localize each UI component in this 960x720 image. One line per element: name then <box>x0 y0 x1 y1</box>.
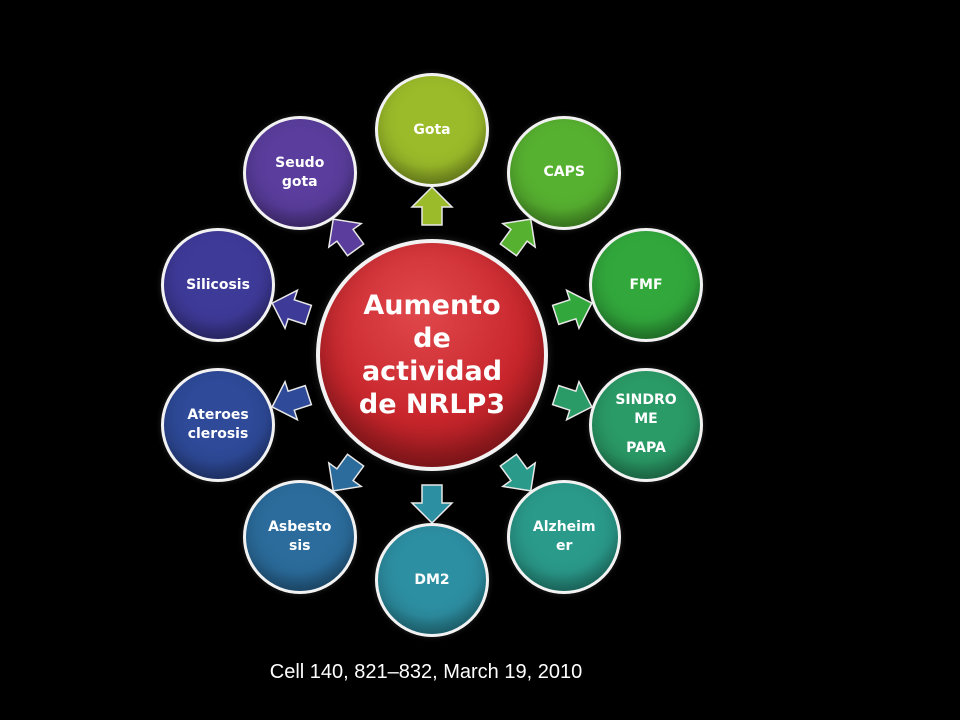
citation: Cell 140, 821–832, March 19, 2010 <box>269 661 583 683</box>
arrow-shape <box>499 453 537 492</box>
arrow-shape <box>551 379 593 422</box>
node-fmf: FMF <box>588 228 703 343</box>
node-label: clerosis <box>187 425 249 442</box>
arrow-shape <box>551 288 593 331</box>
node-alzheimer: Alzheim er <box>507 480 622 595</box>
node-label: er <box>556 538 573 555</box>
arrow-shape <box>499 218 537 257</box>
node-label: sis <box>289 538 311 555</box>
center-node: Aumento de actividad de NRLP3 <box>316 239 548 471</box>
arrow-shape <box>271 379 313 422</box>
center-line: de NRLP3 <box>358 389 506 420</box>
center-line: de <box>413 323 451 354</box>
node-label: SINDRO <box>615 392 677 409</box>
node-label: PAPA <box>626 440 666 457</box>
arrow-shape <box>327 453 365 492</box>
node-label: Asbesto <box>268 519 332 536</box>
arrow-shape <box>327 218 365 257</box>
node-label: Alzheim <box>532 519 596 536</box>
arrow-asbestosis <box>327 453 365 492</box>
node-label: Silicosis <box>186 276 250 293</box>
node-caps: CAPS <box>507 115 622 230</box>
node-label: DM2 <box>414 571 450 588</box>
arrow-gota <box>410 185 454 226</box>
node-label: Gota <box>413 121 451 138</box>
node-label: Ateroes <box>187 406 249 423</box>
arrow-alzheimer <box>499 453 537 492</box>
center-line: Aumento <box>363 290 501 321</box>
node-gota: Gota <box>375 73 489 187</box>
node-asbestosis: Asbesto sis <box>242 480 357 595</box>
arrow-silicosis <box>271 288 313 331</box>
arrow-caps <box>499 218 537 257</box>
arrow-ateroesclerosis <box>271 379 313 422</box>
node-silicosis: Silicosis <box>161 228 275 343</box>
node-label: gota <box>281 173 318 190</box>
node-label: ME <box>634 411 658 428</box>
arrow-dm2 <box>410 484 454 525</box>
node-ateroesclerosis: Ateroes clerosis <box>161 367 275 482</box>
node-seudogota: Seudo gota <box>242 115 357 230</box>
node-label: Seudo <box>275 154 325 171</box>
arrow-fmf <box>551 288 593 331</box>
node-dm2: DM2 <box>375 523 489 637</box>
arrow-sindrome-papa <box>551 379 593 422</box>
arrow-shape <box>271 288 313 331</box>
node-label: CAPS <box>543 164 585 181</box>
node-sindrome-papa: SINDRO ME PAPA <box>588 367 703 482</box>
center-line: actividad <box>361 356 503 387</box>
arrow-shape <box>410 185 454 226</box>
arrow-shape <box>410 484 454 525</box>
arrow-seudogota <box>327 218 365 257</box>
node-label: FMF <box>629 276 663 293</box>
